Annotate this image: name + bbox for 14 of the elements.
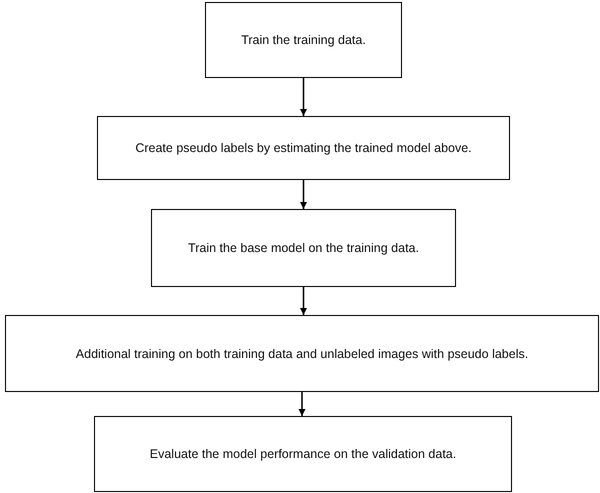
process-box <box>5 315 599 392</box>
process-box <box>205 2 402 78</box>
step-text: Evaluate the model performance on the validation data. <box>150 447 456 461</box>
process-box <box>97 116 510 180</box>
arrow <box>300 287 307 315</box>
step-text: Train the training data. <box>241 33 366 47</box>
process-box <box>151 209 456 287</box>
step-text: Train the base model on the training data. <box>188 241 419 255</box>
step-text: Create pseudo labels by estimating the trained model above. <box>135 141 472 155</box>
step-text: Additional training on both training data and unlabeled images with pseudo labels. <box>76 346 528 360</box>
process-box <box>94 416 512 492</box>
arrow <box>300 78 307 116</box>
arrow <box>298 392 306 416</box>
arrow <box>300 180 307 209</box>
